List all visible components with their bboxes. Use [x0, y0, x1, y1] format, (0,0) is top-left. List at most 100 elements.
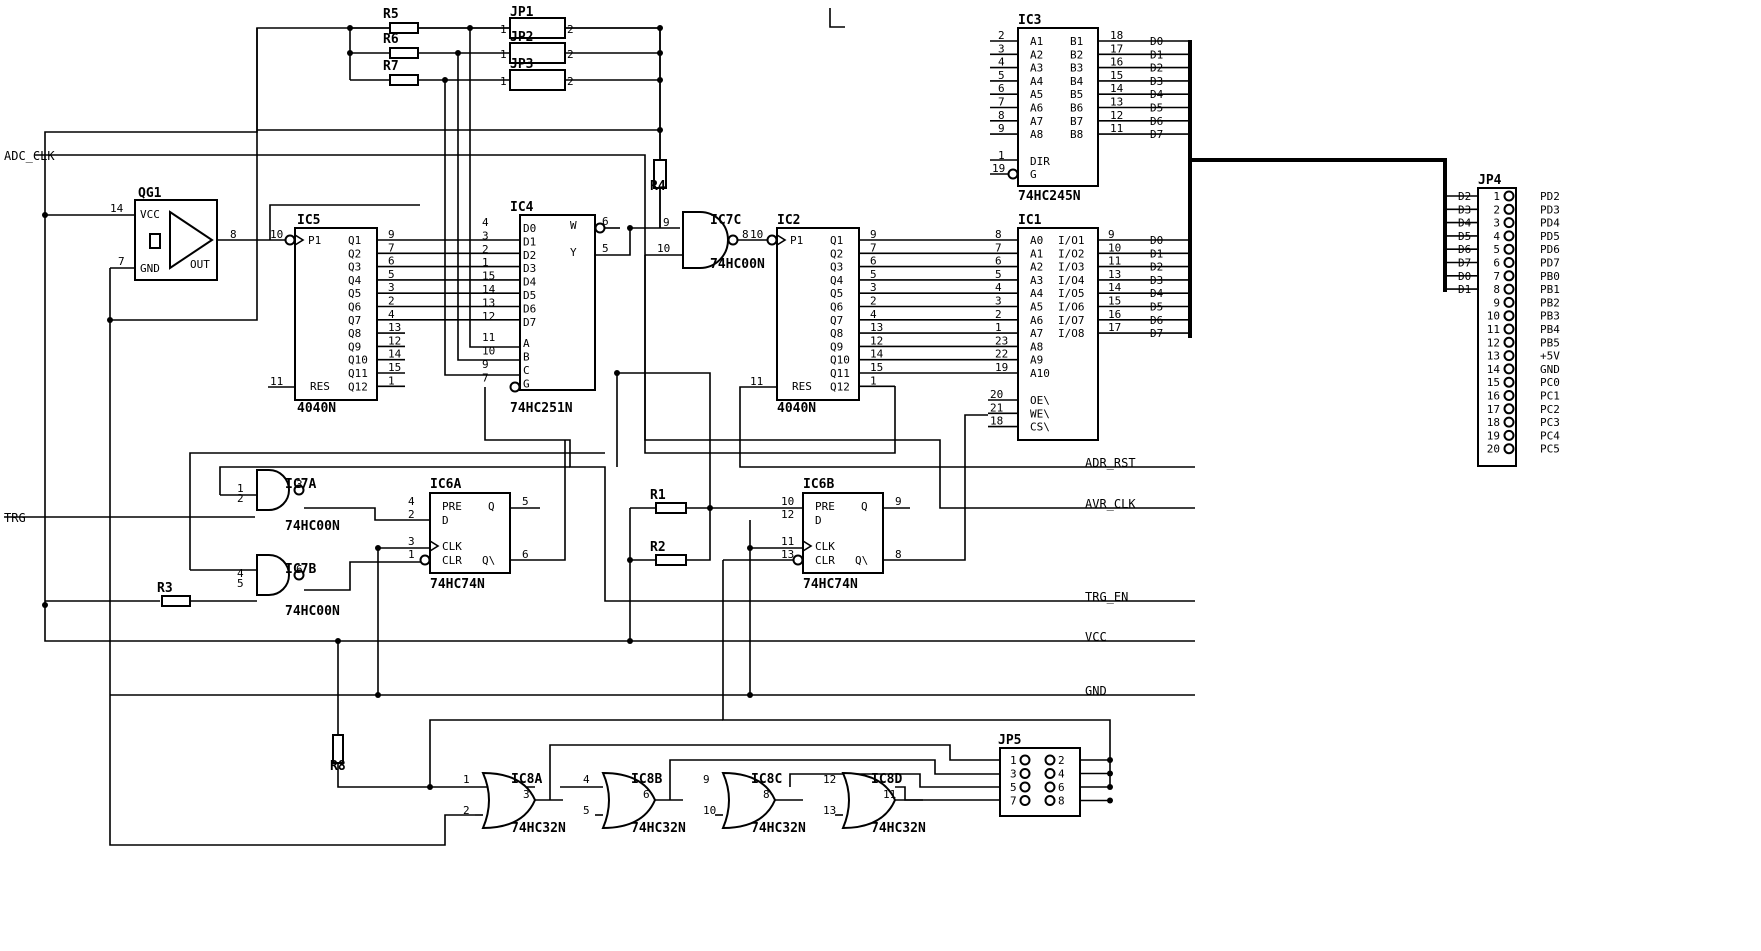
- junction-dot: [442, 77, 448, 83]
- ic5-pin-q5: 3: [388, 281, 395, 294]
- ic3-pin-b1: 18: [1110, 29, 1123, 42]
- ic5-pin-res: 11: [270, 375, 283, 388]
- ic2-counter: [776, 227, 860, 401]
- ic7a-output-bubble: [293, 484, 305, 496]
- ic5-pin-q12: 1: [388, 374, 395, 387]
- jp4-pin-19: [1503, 429, 1515, 441]
- jp5-ref: JP5: [998, 733, 1021, 748]
- junction-dot: [455, 50, 461, 56]
- ic2-pin-q12: 1: [870, 374, 877, 387]
- ic3-label-b5: B5: [1070, 88, 1083, 101]
- ic5-label-p1: P1: [308, 234, 321, 247]
- jumper-jp1-pin2: 2: [567, 23, 574, 36]
- ic1-pin-io2: 10: [1108, 241, 1121, 254]
- ic4-pin-d5: 14: [482, 283, 496, 296]
- ic7b-ref: IC7B: [285, 562, 316, 577]
- ic8d-pin-in1: 12: [823, 773, 836, 786]
- ic1-pin-a10: 19: [995, 361, 1008, 374]
- ic1-pin-a7: 1: [995, 321, 1002, 334]
- ic6a-pin-pre: 4: [408, 495, 415, 508]
- ic1-label-ctrl0: OE\: [1030, 394, 1050, 407]
- jp5-pin-2: [1044, 754, 1056, 766]
- ic3-label-a3: A3: [1030, 62, 1043, 75]
- net-label-adr-rst: ADR_RST: [1085, 456, 1136, 470]
- wire-segment: [444, 80, 520, 376]
- jp5-pin-number-8: 8: [1058, 795, 1065, 808]
- jp4-label-pb2: PB2: [1540, 296, 1560, 309]
- ic4-pin-d0: 4: [482, 216, 489, 229]
- jp4-pin-number-9: 9: [1493, 296, 1500, 309]
- ic4-label-g: G: [523, 377, 530, 390]
- ic3-pin-a4: 5: [998, 69, 1005, 82]
- ic1-label-ctrl1: WE\: [1030, 407, 1050, 420]
- jp4-label-pc2: PC2: [1540, 403, 1560, 416]
- ic3-pin-b2: 17: [1110, 42, 1123, 55]
- ic6a-pin-q: 5: [522, 495, 529, 508]
- ic2-pin-p1: 10: [750, 228, 763, 241]
- ic3-bus-d7: D7: [1150, 128, 1163, 141]
- ic7a-pin-in2: 2: [237, 492, 244, 505]
- ic3-pin-b4: 15: [1110, 69, 1123, 82]
- jp4-label-gnd: GND: [1540, 363, 1560, 376]
- ic2-label-res: RES: [792, 380, 812, 393]
- ic5-pin-q2: 7: [388, 241, 395, 254]
- jp4-pin-number-12: 12: [1487, 336, 1500, 349]
- ic3-pin-a6: 7: [998, 96, 1005, 109]
- jp4-wired-d2: D2: [1458, 190, 1471, 203]
- ic8c-pin-in2: 10: [703, 804, 716, 817]
- ic3-pin-a3: 4: [998, 56, 1005, 69]
- jp4-pin-number-19: 19: [1487, 429, 1500, 442]
- jp4-pin-13: [1503, 350, 1515, 362]
- ic7a-pin-out: 3: [296, 478, 303, 491]
- ic8d-ref: IC8D: [871, 772, 902, 787]
- wire-segment: [722, 560, 1111, 787]
- resistor-r3-label: R3: [157, 581, 173, 596]
- ic3-bus-d2: D2: [1150, 62, 1163, 75]
- ic5-label-q3: Q3: [348, 261, 361, 274]
- wire-segment: [304, 507, 430, 521]
- ic8d-or-gate: [841, 771, 897, 830]
- ic5-pin-q1: 9: [388, 228, 395, 241]
- ic1-pin-a3: 5: [995, 268, 1002, 281]
- jumper-jp2-pin2: 2: [567, 48, 574, 61]
- resistor-r3: [161, 595, 191, 607]
- ic2-label-q10: Q10: [830, 354, 850, 367]
- ic8c-pin-out: 8: [763, 788, 770, 801]
- jp4-pin-10: [1503, 310, 1515, 322]
- jp4-wired-d1: D1: [1458, 283, 1471, 296]
- junction-dot: [627, 225, 633, 231]
- jp4-pin-number-20: 20: [1487, 443, 1500, 456]
- wire-segment: [109, 268, 475, 846]
- ic6a-pin-clk: 3: [408, 535, 415, 548]
- wire-segment: [669, 759, 1005, 800]
- ic4-pin-y: 5: [602, 242, 609, 255]
- ic2-label-q11: Q11: [830, 367, 850, 380]
- jp4-pin-16: [1503, 390, 1515, 401]
- junction-dot: [747, 545, 753, 551]
- ic7a-type: 74HC00N: [285, 519, 340, 534]
- ic8b-ref: IC8B: [631, 772, 662, 787]
- components: [134, 17, 1517, 830]
- wire-segment: [189, 452, 605, 570]
- ic3-pin-a1: 2: [998, 29, 1005, 42]
- ic6a-clr-bubble: [419, 554, 431, 566]
- jp5-pin-number-3: 3: [1010, 768, 1017, 781]
- ic4-label-d3: D3: [523, 262, 536, 275]
- jp4-pin-number-17: 17: [1487, 403, 1500, 416]
- ic6a-label-clr: CLR: [442, 554, 462, 567]
- ic5-label-res: RES: [310, 380, 330, 393]
- jp5-pin-number-6: 6: [1058, 781, 1065, 794]
- ic3-ref: IC3: [1018, 13, 1041, 28]
- ic1-bus-d5: D5: [1150, 301, 1163, 314]
- ic8a-type: 74HC32N: [511, 821, 566, 836]
- ic2-pin-q6: 2: [870, 295, 877, 308]
- jp4-pin-18: [1503, 416, 1515, 428]
- wire-segment: [644, 255, 896, 454]
- jp4-label-pd6: PD6: [1540, 243, 1560, 256]
- ic1-pin-ctrl2: 18: [990, 415, 1003, 428]
- resistor-r4-label: R4: [650, 179, 666, 194]
- jp4-pin-number-13: 13: [1487, 350, 1500, 363]
- net-label-vcc: VCC: [1085, 630, 1107, 644]
- jp5-pin-number-5: 5: [1010, 781, 1017, 794]
- ic6a-label-qn: Q\: [482, 554, 495, 567]
